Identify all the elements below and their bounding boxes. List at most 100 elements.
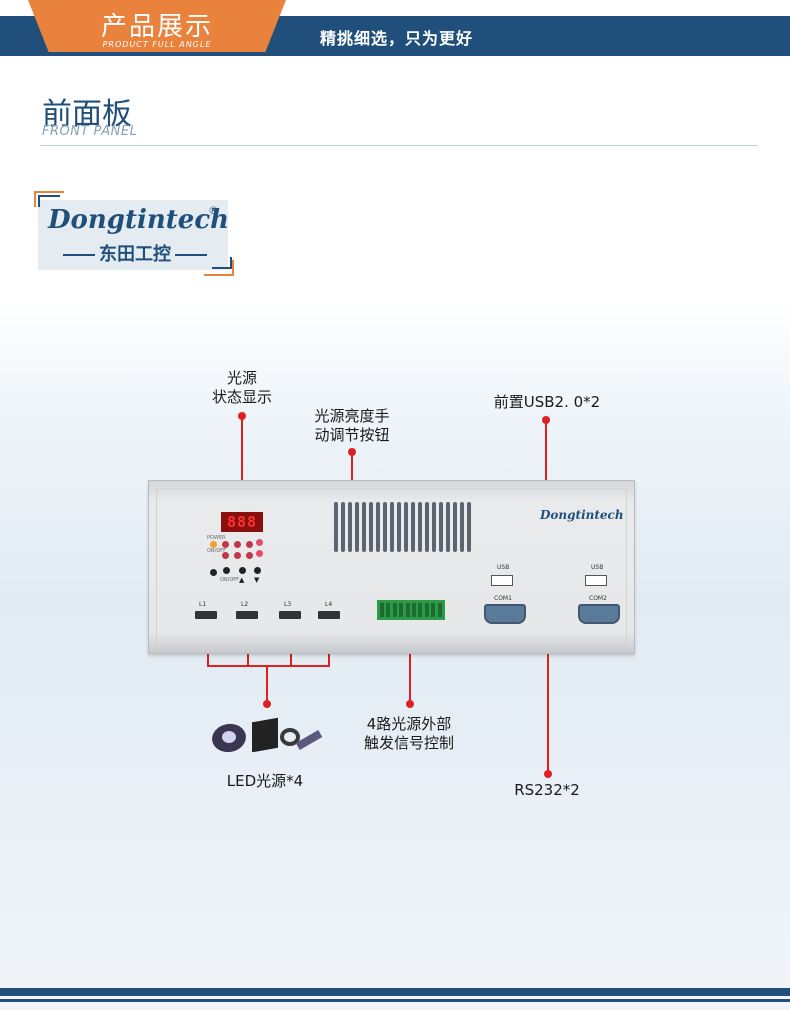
terminal-pin <box>380 603 384 617</box>
section-divider <box>40 145 758 146</box>
header-slogan: 精挑细选，只为更好 <box>320 29 474 48</box>
status-led-5 <box>222 552 229 559</box>
panel-button-power[interactable] <box>210 569 217 576</box>
label-led: LED光源*4 <box>226 772 304 790</box>
vent-slot <box>390 502 394 552</box>
button-onoff-label: ON/OFF <box>220 577 240 583</box>
vent-slot <box>397 502 401 552</box>
usb-label-1: USB <box>497 564 510 571</box>
vent-slot <box>411 502 415 552</box>
vent-slot <box>425 502 429 552</box>
terminal-pin <box>392 603 397 617</box>
logo-registered-mark: ® <box>208 204 219 217</box>
vent-slot <box>341 502 345 552</box>
header-subtitle: PRODUCT FULL ANGLE <box>102 40 212 49</box>
vent-slot <box>369 502 373 552</box>
power-label: POWER <box>207 535 226 541</box>
callout-line-light-status <box>241 416 243 512</box>
status-led-6 <box>234 552 241 559</box>
terminal-pin <box>424 603 429 617</box>
vent-slot <box>334 502 338 552</box>
ring-light-center <box>222 731 236 743</box>
led-port-label-3: L3 <box>284 601 292 608</box>
vent-slot <box>446 502 450 552</box>
led-port-1[interactable] <box>195 611 217 619</box>
down-arrow-icon: ▼ <box>254 576 260 584</box>
led-port-label-2: L2 <box>241 601 249 608</box>
callout-line-trigger <box>409 623 411 703</box>
label-brightness-line1: 光源亮度手 <box>314 407 390 425</box>
vent-slot <box>376 502 380 552</box>
logo-corner-bottom-right-inner <box>212 257 232 269</box>
label-light-status-line2: 状态显示 <box>211 388 272 406</box>
callout-dot-led <box>263 700 271 708</box>
panel-button-up[interactable] <box>239 567 246 574</box>
footer-bar <box>0 988 790 996</box>
status-led-7 <box>246 552 253 559</box>
terminal-pin <box>431 603 436 617</box>
label-usb: 前置USB2. 0*2 <box>493 393 601 411</box>
callout-hline-led <box>207 665 330 667</box>
led-port-4[interactable] <box>318 611 340 619</box>
terminal-pin <box>399 603 404 617</box>
up-arrow-icon: ▲ <box>239 576 245 584</box>
com1-label: COM1 <box>494 595 512 602</box>
section-subtitle: FRONT PANEL <box>42 124 138 139</box>
seven-segment-display: 888 <box>221 512 263 532</box>
vent-slot <box>432 502 436 552</box>
led-port-label-4: L4 <box>325 601 333 608</box>
usb-port-1[interactable] <box>491 575 513 586</box>
terminal-pin <box>405 603 410 617</box>
callout-dot-rs232 <box>544 770 552 778</box>
vent-slot <box>348 502 352 552</box>
status-led-8 <box>256 550 263 557</box>
label-trigger: 4路光源外部 触发信号控制 <box>354 715 464 753</box>
usb-label-2: USB <box>591 564 604 571</box>
terminal-pin <box>437 603 442 617</box>
label-trigger-line2: 触发信号控制 <box>363 734 454 752</box>
com1-port[interactable] <box>484 604 526 624</box>
box-light-icon <box>252 717 278 753</box>
header-title-tab <box>28 0 286 52</box>
onoff-label: ON/OFF <box>207 548 227 554</box>
led-port-2[interactable] <box>236 611 258 619</box>
vent-slot <box>439 502 443 552</box>
label-light-status: 光源 状态显示 <box>200 369 284 407</box>
vent-slot <box>362 502 366 552</box>
callout-line-led-main <box>266 665 268 703</box>
label-brightness-line2: 动调节按钮 <box>314 426 390 444</box>
callout-dot-trigger <box>406 700 414 708</box>
label-light-status-line1: 光源 <box>226 369 257 387</box>
vent-slot <box>404 502 408 552</box>
logo-corner-top-left <box>34 191 64 207</box>
vent-slot <box>467 502 471 552</box>
terminal-pin <box>412 603 416 617</box>
com2-port[interactable] <box>578 604 620 624</box>
callout-line-rs232 <box>547 628 549 774</box>
led-port-3[interactable] <box>279 611 301 619</box>
logo-corner-bottom-right <box>204 260 234 276</box>
logo-chinese-text: 东田工控 <box>99 244 171 265</box>
header-title: 产品展示 <box>100 12 213 42</box>
device-brand-logo: Dongtintech <box>540 508 624 522</box>
footer-line <box>0 999 790 1002</box>
bar-light-icon <box>295 730 323 750</box>
label-rs232: RS232*2 <box>514 781 580 799</box>
panel-button-onoff[interactable] <box>223 567 230 574</box>
led-port-label-1: L1 <box>199 601 207 608</box>
power-indicator-led <box>210 541 217 548</box>
section-title: 前面板 <box>42 97 132 132</box>
vent-slot <box>460 502 464 552</box>
status-led-3 <box>246 541 253 548</box>
status-led-2 <box>234 541 241 548</box>
logo-corner-top-left-inner <box>38 195 60 207</box>
logo-english: Dongtintech <box>48 205 230 235</box>
terminal-pin <box>386 603 391 617</box>
label-brightness: 光源亮度手 动调节按钮 <box>300 407 404 445</box>
panel-button-down[interactable] <box>254 567 261 574</box>
logo-chinese: 东田工控 <box>50 240 220 266</box>
usb-port-2[interactable] <box>585 575 607 586</box>
vent-slot <box>453 502 457 552</box>
vent-slot <box>383 502 387 552</box>
vent-slot <box>418 502 422 552</box>
